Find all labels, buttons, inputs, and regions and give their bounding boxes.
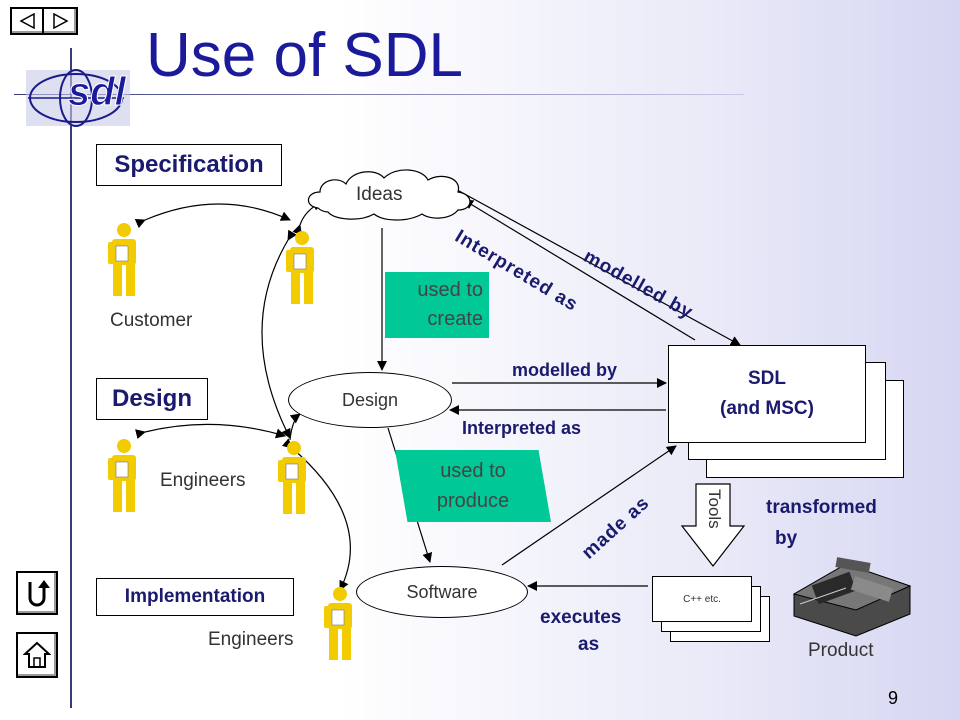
label-engineers-impl: Engineers bbox=[208, 629, 294, 650]
arrow-sdl-ideas bbox=[463, 199, 696, 341]
section-implementation: Implementation bbox=[96, 578, 294, 616]
nav-home-button[interactable] bbox=[16, 632, 58, 678]
label-executes-as: as bbox=[578, 634, 600, 655]
person-customer-icon bbox=[108, 223, 136, 296]
label-tools: Tools bbox=[705, 489, 724, 529]
page-title: Use of SDL bbox=[146, 21, 464, 90]
sdl-logo: sdl bbox=[24, 66, 134, 128]
label-modelled-by-mid: modelled by bbox=[512, 360, 618, 380]
sdl-doc-front: SDL (and MSC) bbox=[668, 345, 866, 443]
used-to-create-line1: used to bbox=[417, 279, 483, 301]
node-ideas: Ideas bbox=[356, 184, 403, 205]
arrow-design-engineers-pair bbox=[135, 423, 286, 439]
arrow-ideas-sdl bbox=[449, 185, 741, 346]
used-to-produce-line1: used to bbox=[440, 460, 506, 482]
label-engineers-design: Engineers bbox=[160, 470, 246, 491]
node-design-label: Design bbox=[341, 389, 399, 410]
used-to-produce-line2: produce bbox=[436, 490, 510, 512]
arrow-customer-engineer bbox=[134, 203, 291, 229]
person-design-engineer-right-icon bbox=[278, 441, 306, 514]
logo-text: sdl bbox=[68, 70, 127, 115]
arrow-engineer-design bbox=[289, 413, 301, 441]
page-number: 9 bbox=[888, 688, 899, 708]
ideas-cloud-shape bbox=[307, 169, 471, 221]
label-transformed-by: by bbox=[775, 528, 798, 549]
person-spec-engineer-icon bbox=[286, 231, 314, 304]
person-impl-engineer-icon bbox=[324, 587, 352, 660]
used-to-create-label: used to create bbox=[385, 272, 489, 338]
node-software-label: Software bbox=[406, 581, 478, 602]
code-doc-front: C++ etc. bbox=[652, 576, 752, 622]
product-fax-image bbox=[792, 557, 912, 637]
node-design: Design bbox=[288, 372, 452, 428]
triangle-right-icon bbox=[53, 13, 69, 29]
arrow-spec-design-engineers bbox=[261, 229, 297, 439]
arrow-design-impl-engineers bbox=[281, 438, 351, 591]
nav-forward-button[interactable] bbox=[42, 7, 78, 35]
section-design: Design bbox=[96, 378, 208, 420]
sdl-doc-line1: SDL bbox=[748, 368, 786, 389]
used-to-create-line2: create bbox=[427, 308, 483, 330]
vertical-frame-line bbox=[70, 48, 72, 708]
triangle-left-icon bbox=[19, 13, 35, 29]
node-software: Software bbox=[356, 566, 528, 618]
person-design-engineer-left-icon bbox=[108, 439, 136, 512]
code-doc-label: C++ etc. bbox=[683, 593, 721, 605]
sdl-doc-line2: (and MSC) bbox=[720, 398, 814, 419]
section-specification: Specification bbox=[96, 144, 282, 186]
horizontal-frame-line bbox=[14, 94, 744, 95]
home-icon bbox=[23, 641, 51, 668]
tools-block-arrow bbox=[680, 483, 746, 567]
label-customer: Customer bbox=[110, 310, 193, 331]
return-arrow-icon bbox=[28, 580, 50, 607]
nav-back-button[interactable] bbox=[10, 7, 46, 35]
nav-return-button[interactable] bbox=[16, 571, 58, 615]
label-interpreted-as-mid: Interpreted as bbox=[462, 418, 582, 438]
used-to-produce-label: used to produce bbox=[395, 450, 551, 522]
label-executes: executes bbox=[540, 607, 622, 628]
label-product: Product bbox=[808, 640, 874, 661]
label-transformed: transformed bbox=[766, 497, 877, 518]
arrow-software-sdl bbox=[501, 445, 677, 566]
